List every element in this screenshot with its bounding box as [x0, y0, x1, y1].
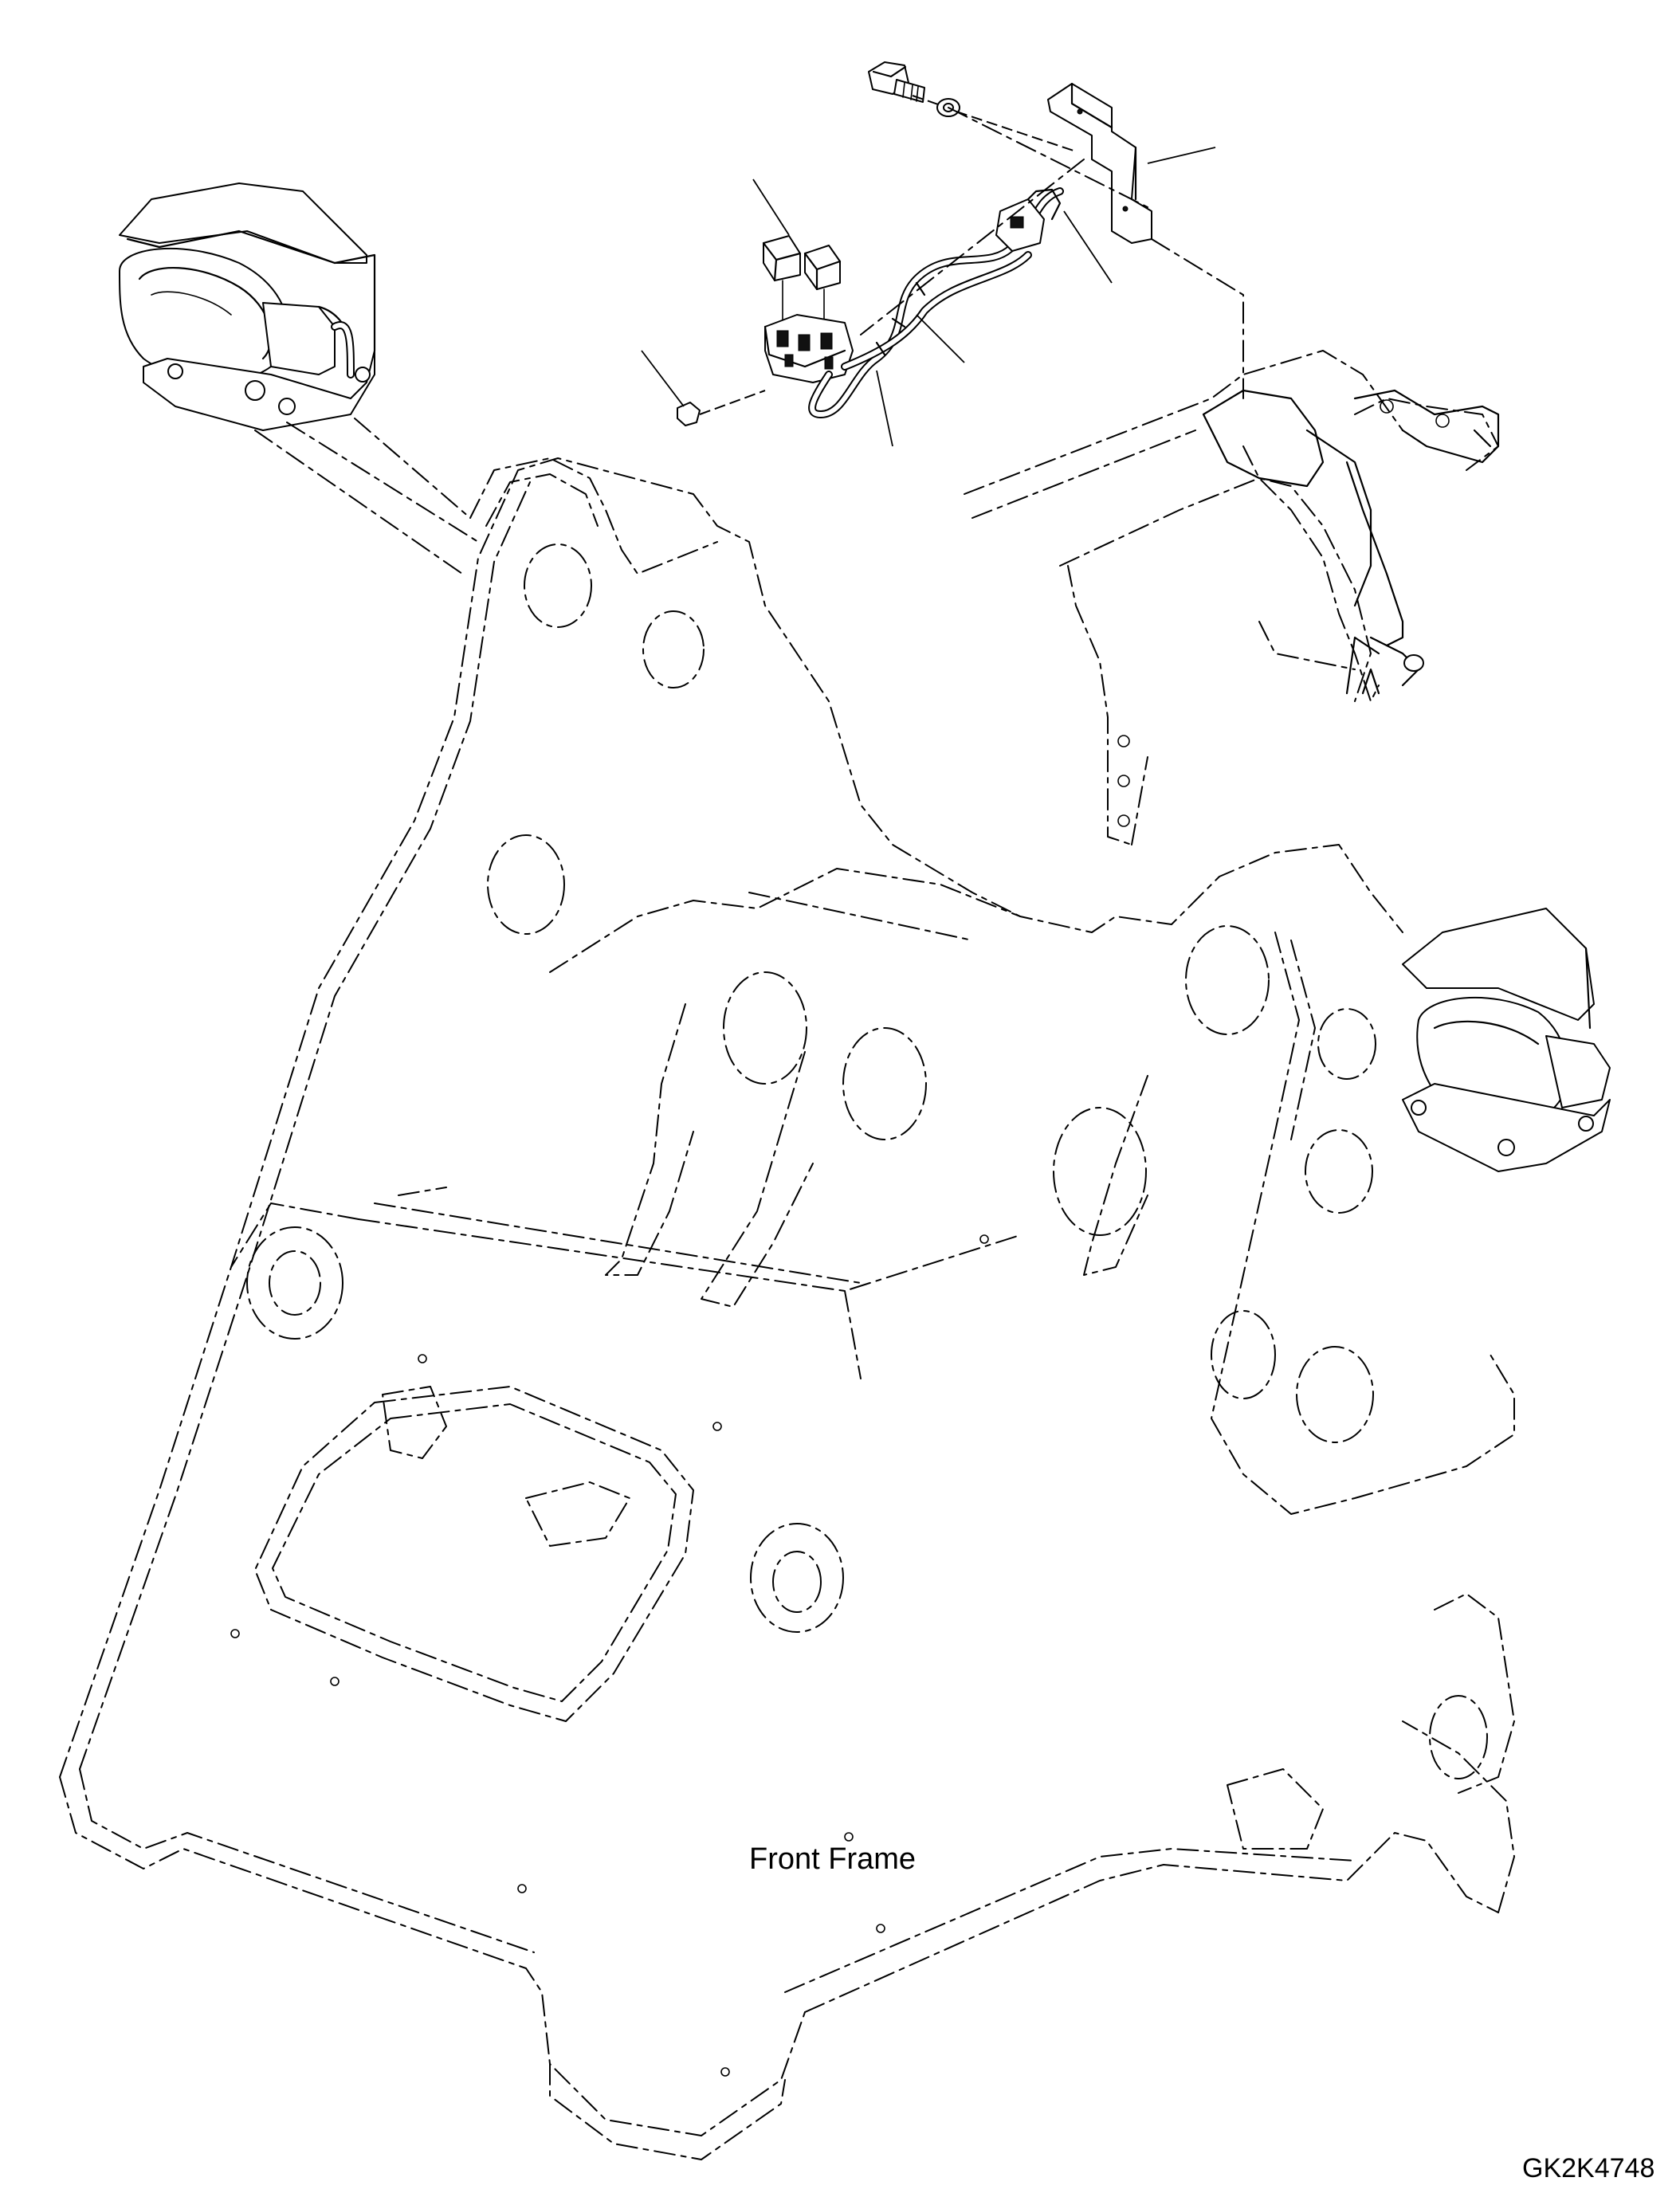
front-frame [59, 457, 1515, 2160]
relay-harness-assembly [641, 61, 1244, 447]
front-frame-label: Front Frame [749, 1842, 916, 1876]
relay-icon [762, 235, 842, 335]
work-light-right [1402, 908, 1611, 1172]
pedestal-bracket [1202, 389, 1500, 695]
mounting-bracket-phantom [964, 350, 1499, 845]
bracket-icon [1047, 82, 1152, 244]
drawing-code-label: GK2K4748 [1522, 2153, 1654, 2183]
work-light-left [119, 182, 376, 431]
